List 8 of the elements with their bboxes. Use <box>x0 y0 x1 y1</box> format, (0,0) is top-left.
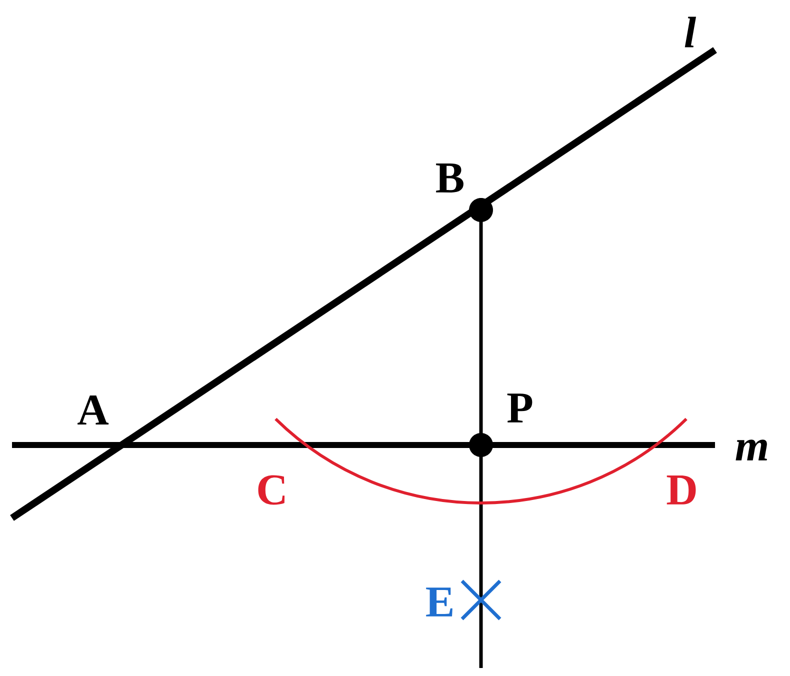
point-label: m <box>736 440 767 460</box>
point-label: D <box>666 476 696 504</box>
point-label: B <box>436 164 464 192</box>
point-label: l <box>684 16 696 48</box>
point-label: C <box>258 475 285 505</box>
point-label: P <box>507 394 532 422</box>
point-label: E <box>426 588 452 616</box>
point-label: A <box>78 395 109 424</box>
